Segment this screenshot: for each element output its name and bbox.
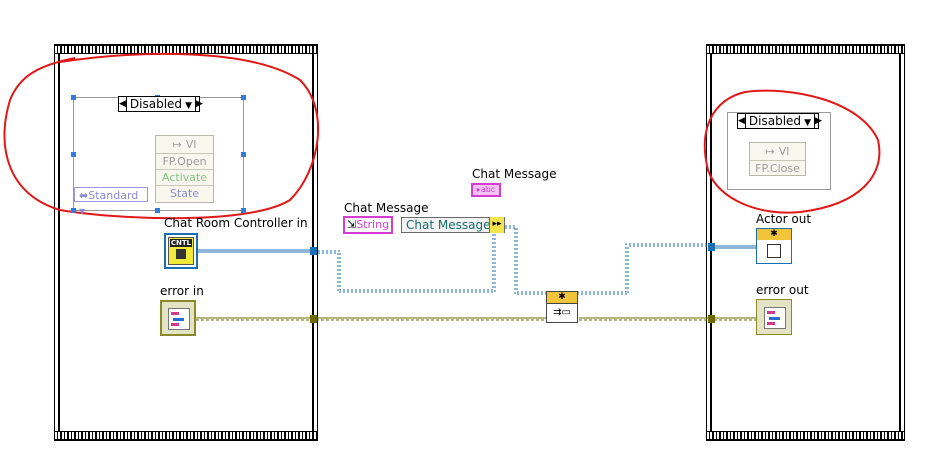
selection-handle[interactable] [241,95,246,100]
bundle-by-name-node[interactable]: Chat Message ▸▸ [401,217,505,233]
error-out-label: error out [756,283,809,297]
selection-handle[interactable] [71,208,76,213]
string-arrow-icon: ⇲ [347,218,357,231]
increment-arrow-icon[interactable]: ▶ [814,116,822,126]
message-send-icon: ⇉▭ [553,307,571,318]
invoke-method-fp-close[interactable]: FP.Close [750,160,805,176]
invoke-property-state[interactable]: State [156,185,213,201]
error-cluster-icon [168,308,190,330]
selection-handle[interactable] [241,208,246,213]
bundle-arrow-icon: ▸▸ [489,217,504,233]
invoke-property-activate[interactable]: Activate [156,169,213,185]
dropdown-arrow-icon[interactable]: ▼ [185,101,192,111]
enum-constant-standard[interactable]: ⬌Standard ▼ [74,187,148,216]
invoke-node-header: ↦ VI [172,138,197,151]
chat-room-controller-in-terminal[interactable]: CNTL [164,233,198,269]
reference-arrow-icon: ↦ [172,138,182,151]
case-selector-label[interactable]: Disabled▼ [125,97,196,111]
send-chat-message-vi[interactable]: ✱ ⇉▭ [546,291,578,323]
invoke-node-left[interactable]: ↦ VI FP.Open Activate State [155,135,214,203]
selection-handle[interactable] [71,152,76,157]
gear-icon: ✱ [757,229,791,240]
invoke-method-fp-open[interactable]: FP.Open [156,153,213,169]
dropdown-arrow-icon: ▼ [79,207,86,216]
gear-icon: ✱ [547,292,577,304]
decrement-arrow-icon[interactable]: ◀ [738,116,745,126]
class-cube-icon [176,249,186,259]
string-abc-icon: ▸abc [476,185,496,194]
chat-message-string-constant[interactable]: ▸abc [471,183,501,197]
frame-film-bottom [55,431,317,440]
dropdown-arrow-icon[interactable]: ▼ [804,118,811,128]
selection-handle[interactable] [241,152,246,157]
enum-arrows-icon: ⬌ [79,189,89,202]
error-out-terminal[interactable] [756,299,792,335]
actor-out-terminal[interactable]: ✱ [756,228,792,264]
actor-out-label: Actor out [756,212,812,226]
right-sequence-frame[interactable] [706,44,905,441]
invoke-node-right[interactable]: ↦ VI FP.Close [749,142,806,176]
selection-handle[interactable] [71,95,76,100]
chat-message-constant-label: Chat Message [472,167,557,181]
red-annotation-left [3,52,320,220]
red-annotation-right [703,89,881,214]
reference-arrow-icon: ↦ [765,145,775,158]
case-selector-left[interactable]: ◀ Disabled▼ ▶ [118,96,203,112]
class-cube-icon [767,244,781,258]
decrement-arrow-icon[interactable]: ◀ [119,99,126,109]
string-input-terminal[interactable]: ⇲String [343,216,393,234]
chat-room-controller-label: Chat Room Controller in [164,216,308,230]
case-selector-right[interactable]: ◀ Disabled▼ ▶ [737,113,822,129]
error-in-label: error in [160,284,204,298]
selection-handle[interactable] [155,208,160,213]
case-selector-label[interactable]: Disabled▼ [744,114,815,128]
error-cluster-icon [764,307,786,329]
invoke-node-header: ↦ VI [765,145,790,158]
bundle-label: Chat Message [344,201,429,215]
frame-film-bottom [707,431,904,440]
bundle-field-chat-message[interactable]: Chat Message [406,218,491,232]
increment-arrow-icon[interactable]: ▶ [195,99,203,109]
controller-icon-text: CNTL [170,239,192,247]
error-in-terminal[interactable] [160,300,196,336]
frame-film-top [707,45,904,54]
